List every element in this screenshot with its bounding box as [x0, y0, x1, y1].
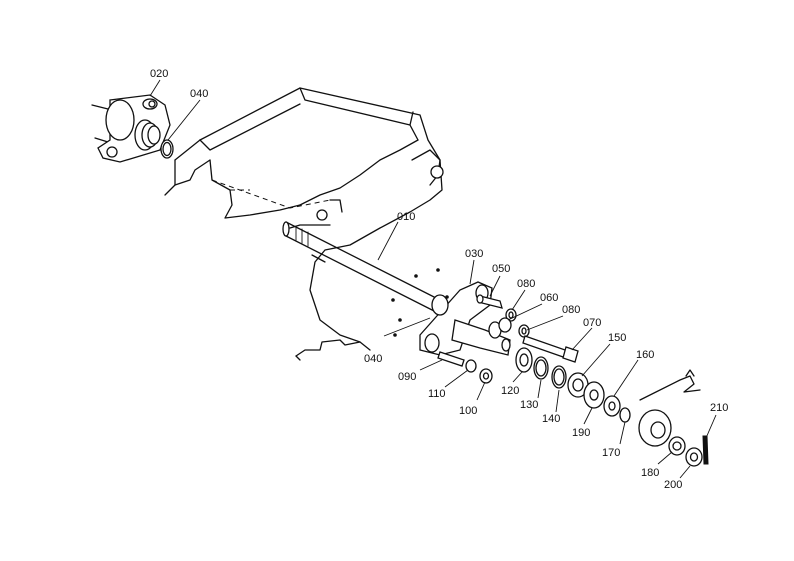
part-160-washer [603, 395, 621, 417]
part-200-nut [685, 447, 703, 467]
part-150-bearing [567, 372, 589, 398]
callout-labels: 020 040 010 030 050 080 060 080 070 150 … [150, 68, 728, 491]
part-020-flange [91, 94, 171, 163]
callout-080-upper: 080 [517, 278, 535, 290]
part-190-bearing [583, 381, 605, 409]
part-110-washer [465, 359, 477, 373]
callout-180: 180 [641, 467, 659, 479]
part-120-bushing [515, 347, 533, 373]
callout-040-top: 040 [190, 88, 208, 100]
part-080-washer-upper [505, 308, 517, 322]
part-180-washer [668, 436, 686, 456]
callout-080-lower: 080 [562, 304, 580, 316]
part-170-circlip [619, 407, 631, 423]
part-040-o-ring-lower [501, 338, 511, 352]
callout-030: 030 [465, 248, 483, 260]
callout-200: 200 [664, 479, 682, 491]
callout-020: 020 [150, 68, 168, 80]
part-040-o-ring [160, 139, 174, 159]
callout-040-lower: 040 [364, 353, 382, 365]
callout-050: 050 [492, 263, 510, 275]
callout-170: 170 [602, 447, 620, 459]
part-pulley [638, 409, 672, 447]
part-130-ring [533, 356, 549, 380]
part-100-nut [479, 368, 493, 384]
part-210-key [702, 435, 709, 465]
part-070-long-bolt [522, 335, 579, 363]
part-030-lever [419, 281, 511, 356]
part-010-shaft [282, 221, 441, 315]
callout-150: 150 [608, 332, 626, 344]
part-140-ring [551, 365, 567, 389]
part-050-bolt [476, 294, 503, 309]
callout-120: 120 [501, 385, 519, 397]
callout-190: 190 [572, 427, 590, 439]
callout-070: 070 [583, 317, 601, 329]
callout-100: 100 [459, 405, 477, 417]
callout-110: 110 [428, 388, 446, 400]
callout-130: 130 [520, 399, 538, 411]
part-060-pin [498, 317, 512, 333]
callout-160: 160 [636, 349, 654, 361]
part-080-washer-lower [518, 324, 530, 338]
housing [164, 87, 449, 361]
callout-010: 010 [397, 211, 415, 223]
callout-140: 140 [542, 413, 560, 425]
callout-090: 090 [398, 371, 416, 383]
leader-lines [149, 79, 717, 479]
callout-060: 060 [540, 292, 558, 304]
callout-210: 210 [710, 402, 728, 414]
part-090-stud [437, 351, 465, 367]
side-bracket [639, 369, 701, 401]
